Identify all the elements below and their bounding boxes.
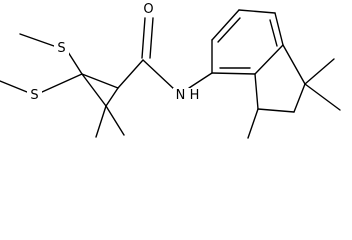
nitrogen-atom-label: N (176, 88, 186, 103)
bond-benzene-2 (211, 9, 240, 41)
bond-benzene-inner-1 (217, 17, 241, 43)
bond-methyl-a (95, 105, 107, 138)
bond-indane-2 (293, 83, 306, 113)
bond-s-upper-c (67, 51, 83, 75)
bond-lines (0, 9, 341, 139)
n-label-bg (173, 88, 188, 103)
bond-indane-1 (282, 44, 306, 85)
chemical-structure-diagram: S S O N H (0, 2, 341, 139)
bond-benzene-inner-2 (269, 19, 278, 47)
s-upper-label-bg (54, 41, 69, 56)
bond-indane-methyl-b (304, 83, 341, 111)
bond-carbonyl-n (142, 59, 175, 90)
sulfur-atom-label-upper: S (57, 41, 65, 56)
bond-cyclopropane-1 (81, 73, 119, 89)
bond-cyclopropane-2 (105, 87, 119, 107)
bond-indane-methyl-c (247, 108, 259, 139)
sulfur-atom-label-lower: S (30, 88, 38, 103)
s-lower-label-bg (27, 88, 42, 103)
bond-ring-carbonyl (117, 59, 144, 89)
bond-benzene-3 (238, 9, 276, 14)
bond-methyl-b (105, 105, 125, 136)
bond-s-lower-methyl (0, 80, 28, 93)
bond-n-aryl (188, 72, 213, 89)
bond-indane-4 (254, 73, 259, 110)
bond-s-lower-c (41, 73, 83, 93)
bond-benzene-6 (211, 72, 256, 75)
oxygen-atom-label: O (143, 2, 153, 17)
bond-indane-methyl-a (304, 58, 335, 85)
bond-s-upper-methyl (19, 33, 55, 47)
hydrogen-atom-label: H (190, 88, 200, 103)
o-label-bg (141, 2, 156, 17)
bond-carbonyl-2 (149, 17, 154, 59)
bond-carbonyl-1 (141, 17, 146, 59)
h-label-bg (187, 88, 202, 103)
bond-indane-3 (257, 108, 295, 113)
bond-benzene-4 (274, 12, 284, 46)
bond-benzene-5 (254, 44, 284, 75)
bond-cyclopropane-3 (81, 73, 107, 107)
